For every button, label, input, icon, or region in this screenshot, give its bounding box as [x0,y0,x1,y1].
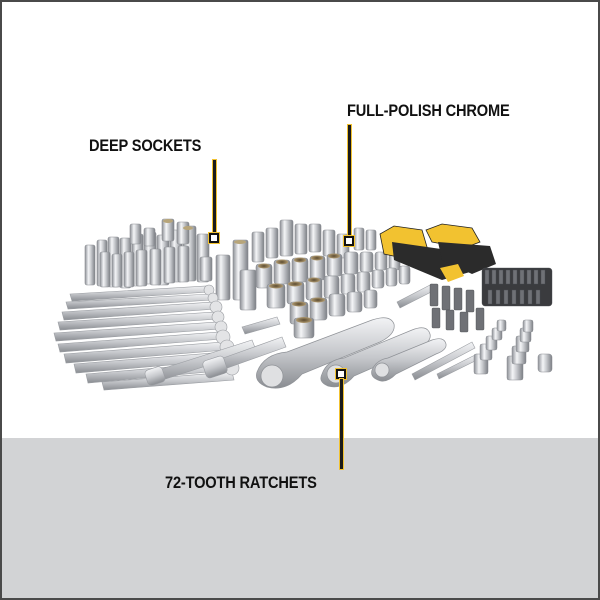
callout-deep-sockets-label: DEEP SOCKETS [89,136,202,155]
callout-deep-sockets-marker [209,233,219,243]
extension-bars-icon [144,283,480,386]
callout-ratchets-marker [336,369,346,379]
floor-background [2,438,598,598]
callout-full-polish-chrome-marker [344,236,354,246]
ratchets-icon [256,317,447,389]
callout-ratchets-leader [340,379,343,469]
bit-set-icon [429,267,553,333]
callout-full-polish-chrome-leader [348,125,351,238]
standard-sockets-icon [251,219,411,339]
callout-ratchets-label: 72-TOOTH RATCHETS [165,473,317,492]
deep-sockets-icon [84,218,257,311]
small-sockets-icon [473,319,534,381]
adapter-icon [537,353,553,373]
callout-full-polish-chrome-label: FULL-POLISH CHROME [347,101,510,120]
hex-key-sets-icon [379,223,496,282]
callout-deep-sockets-leader [213,160,216,235]
